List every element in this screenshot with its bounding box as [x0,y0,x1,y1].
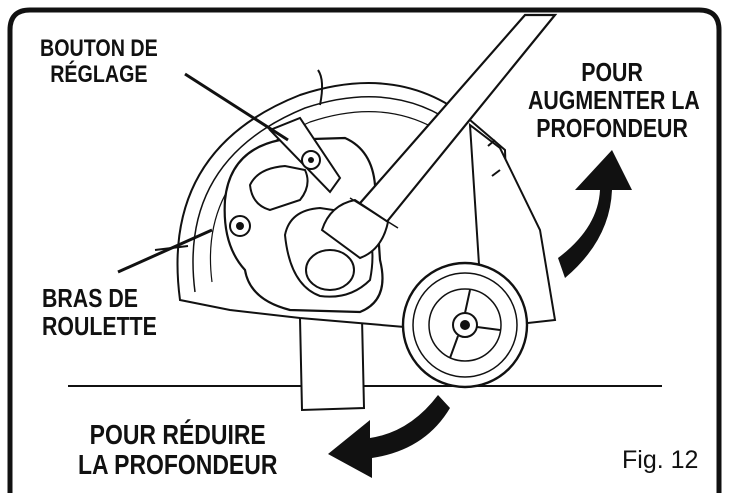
increase-depth-label: POUR AUGMENTER LA PROFONDEUR [528,57,700,144]
leader-wheel-arm [117,228,213,274]
wheel [401,261,529,389]
leader-adjust-button [184,72,289,142]
edger-shaft [320,13,558,260]
adjustment-button [268,116,342,194]
figure-number: Fig. 12 [622,446,699,474]
wheel-arm-label: BRAS DE ROULETTE [42,283,157,342]
decrease-depth-arrow [328,395,450,478]
decrease-depth-label: POUR RÉDUIRE LA PROFONDEUR [78,419,278,481]
adjust-button-label: BOUTON DE RÉGLAGE [40,35,158,88]
figure-frame [7,7,722,493]
increase-depth-arrow [558,150,632,278]
edger-blade [298,317,366,412]
